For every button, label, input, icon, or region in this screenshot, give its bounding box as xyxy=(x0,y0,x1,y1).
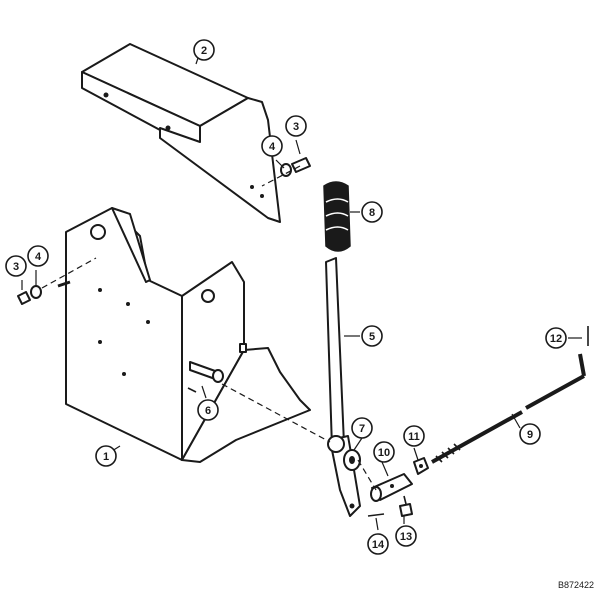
main-bracket-part-1 xyxy=(65,207,311,463)
bolt-washer-top xyxy=(280,157,311,177)
callout-6: 6 xyxy=(197,399,219,421)
figure-reference-code: B872422 xyxy=(557,580,594,590)
svg-text:7: 7 xyxy=(359,423,365,435)
pin-part-6 xyxy=(187,361,224,393)
svg-text:5: 5 xyxy=(369,331,375,343)
rod-part-9 xyxy=(431,353,586,464)
clevis-part-10 xyxy=(370,473,413,502)
svg-text:1: 1 xyxy=(103,451,109,463)
bolt-part-13 xyxy=(399,495,413,517)
svg-text:3: 3 xyxy=(13,261,19,273)
svg-text:10: 10 xyxy=(378,447,390,459)
assembly-lines xyxy=(41,165,377,491)
callout-3-top: 3 xyxy=(285,115,307,137)
svg-text:3: 3 xyxy=(293,121,299,133)
lever-part-5 xyxy=(325,257,361,517)
callout-3-left: 3 xyxy=(5,255,27,277)
callout-13: 13 xyxy=(395,525,417,547)
washer-part-7 xyxy=(343,449,361,471)
svg-text:13: 13 xyxy=(400,531,412,543)
callout-10: 10 xyxy=(373,441,395,463)
nut-part-11 xyxy=(413,457,429,475)
callout-2: 2 xyxy=(193,39,215,61)
svg-text:14: 14 xyxy=(372,539,385,551)
svg-text:4: 4 xyxy=(35,251,42,263)
top-cover-part-2 xyxy=(81,43,281,223)
callout-7: 7 xyxy=(351,417,373,439)
bolt-washer-left xyxy=(17,280,71,305)
svg-text:6: 6 xyxy=(205,405,211,417)
handle-grip-part-8 xyxy=(323,181,351,252)
svg-text:8: 8 xyxy=(369,207,375,219)
callout-8: 8 xyxy=(361,201,383,223)
svg-text:2: 2 xyxy=(201,45,207,57)
callout-5: 5 xyxy=(361,325,383,347)
callout-1: 1 xyxy=(95,445,117,467)
svg-text:11: 11 xyxy=(408,431,420,443)
callout-11: 11 xyxy=(403,425,425,447)
cotter-part-14 xyxy=(367,513,385,517)
callout-14: 14 xyxy=(367,533,389,555)
svg-text:4: 4 xyxy=(269,141,276,153)
svg-text:12: 12 xyxy=(550,333,562,345)
callout-4-top: 4 xyxy=(261,135,283,157)
callout-9: 9 xyxy=(519,423,541,445)
svg-text:9: 9 xyxy=(527,429,533,441)
callout-4-left: 4 xyxy=(27,245,49,267)
callout-12: 12 xyxy=(545,327,567,349)
